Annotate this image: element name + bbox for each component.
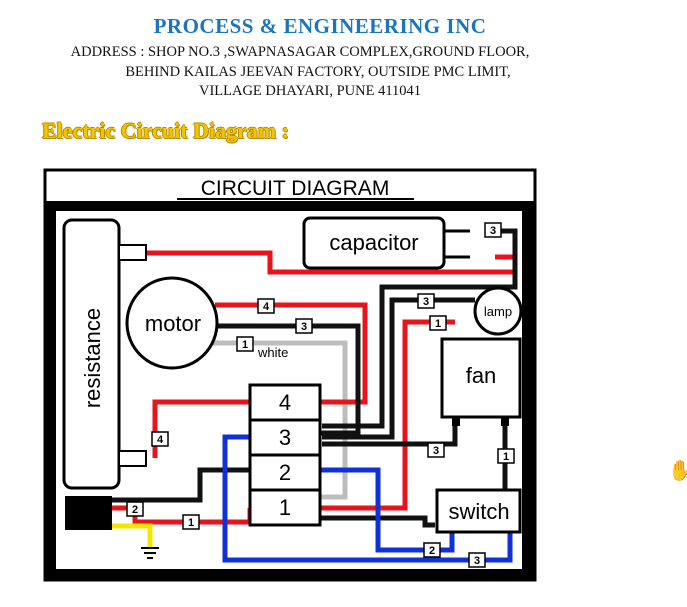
terminal-3-label: 3 bbox=[279, 425, 291, 450]
lamp-label: lamp bbox=[484, 304, 512, 319]
fan-lead-left bbox=[452, 416, 460, 426]
switch-body bbox=[435, 488, 522, 534]
tag-motor-4-label: 4 bbox=[263, 301, 270, 313]
tag-cap-3 bbox=[484, 222, 502, 238]
wire-red-motor bbox=[215, 302, 368, 405]
tag-fan-1-label: 1 bbox=[503, 451, 509, 463]
address-line-3: VILLAGE DHAYARI, PUNE 411041 bbox=[198, 83, 422, 99]
motor-body bbox=[125, 276, 219, 370]
wire-black-motor bbox=[215, 323, 361, 436]
switch-label: switch bbox=[448, 499, 509, 524]
terminal-1 bbox=[248, 488, 322, 527]
tag-lamp-1-label: 1 bbox=[435, 318, 441, 330]
terminal-1-label: 1 bbox=[279, 495, 291, 520]
section-title: Electric Circuit Diagram : bbox=[42, 118, 290, 143]
wire-black-capacitor bbox=[322, 228, 518, 429]
fan-lead-right bbox=[501, 416, 509, 426]
tag-switch-3 bbox=[468, 552, 486, 568]
resistance-top-terminal bbox=[118, 244, 147, 261]
capacitor-label: capacitor bbox=[329, 230, 418, 255]
tag-cap-3-label: 3 bbox=[490, 225, 496, 237]
white-wire-label: white bbox=[257, 345, 288, 360]
fan-body bbox=[440, 337, 522, 419]
company-name: PROCESS & ENGINEERING INC bbox=[153, 14, 487, 38]
tag-fan-1 bbox=[497, 448, 515, 464]
terminal-3 bbox=[248, 418, 322, 457]
tag-res-4-label: 4 bbox=[157, 434, 164, 446]
terminal-4 bbox=[248, 383, 322, 422]
address-line-1: ADDRESS : SHOP NO.3 ,SWAPNASAGAR COMPLEX… bbox=[70, 44, 530, 60]
tag-plug-2 bbox=[126, 501, 144, 517]
fan-label: fan bbox=[466, 363, 497, 388]
tag-lamp-1 bbox=[429, 315, 447, 331]
tag-lamp-3 bbox=[417, 293, 435, 309]
wire-red-resistance-capacitor bbox=[146, 250, 518, 275]
wire-earth bbox=[112, 523, 153, 548]
motor-label: motor bbox=[145, 311, 201, 336]
tag-lamp-3-label: 3 bbox=[423, 296, 429, 308]
tag-fan-3 bbox=[427, 442, 445, 458]
wire-black-fan bbox=[322, 420, 458, 447]
hand-cursor-icon: ✋ bbox=[668, 460, 687, 482]
address-line-2: BEHIND KAILAS JEEVAN FACTORY, OUTSIDE PM… bbox=[125, 64, 511, 80]
tag-switch-2-label: 2 bbox=[429, 545, 435, 557]
wire-blue-t3-switch bbox=[222, 434, 513, 563]
tag-plug-1-label: 1 bbox=[188, 517, 194, 529]
tag-motor-3 bbox=[295, 318, 313, 334]
resistance-bottom-terminal bbox=[118, 450, 147, 467]
wire-black-switch bbox=[320, 515, 435, 528]
tag-plug-1 bbox=[182, 514, 200, 530]
plug-body bbox=[65, 496, 112, 530]
tag-plug-2-label: 2 bbox=[132, 504, 138, 516]
terminal-block: 4 3 2 1 bbox=[248, 383, 322, 527]
capacitor-body bbox=[302, 216, 446, 270]
tag-motor-1-label: 1 bbox=[242, 339, 248, 351]
tag-res-4 bbox=[151, 431, 169, 447]
tag-switch-3-label: 3 bbox=[474, 555, 480, 567]
earth-icon bbox=[141, 547, 159, 559]
tag-motor-3-label: 3 bbox=[301, 321, 307, 333]
diagram-title: CIRCUIT DIAGRAM bbox=[201, 177, 390, 200]
resistance-body bbox=[62, 218, 121, 490]
lamp-body bbox=[473, 286, 523, 336]
wire-blue-t2-switch bbox=[320, 467, 455, 553]
terminal-2-label: 2 bbox=[279, 460, 291, 485]
terminal-2 bbox=[248, 453, 322, 492]
terminal-4-label: 4 bbox=[279, 390, 291, 415]
tag-motor-4 bbox=[257, 298, 275, 314]
tag-motor-1 bbox=[236, 336, 254, 352]
wire-white bbox=[210, 340, 348, 500]
resistance-label: resistance bbox=[80, 308, 105, 408]
tag-fan-3-label: 3 bbox=[433, 445, 439, 457]
tag-switch-2 bbox=[423, 542, 441, 558]
